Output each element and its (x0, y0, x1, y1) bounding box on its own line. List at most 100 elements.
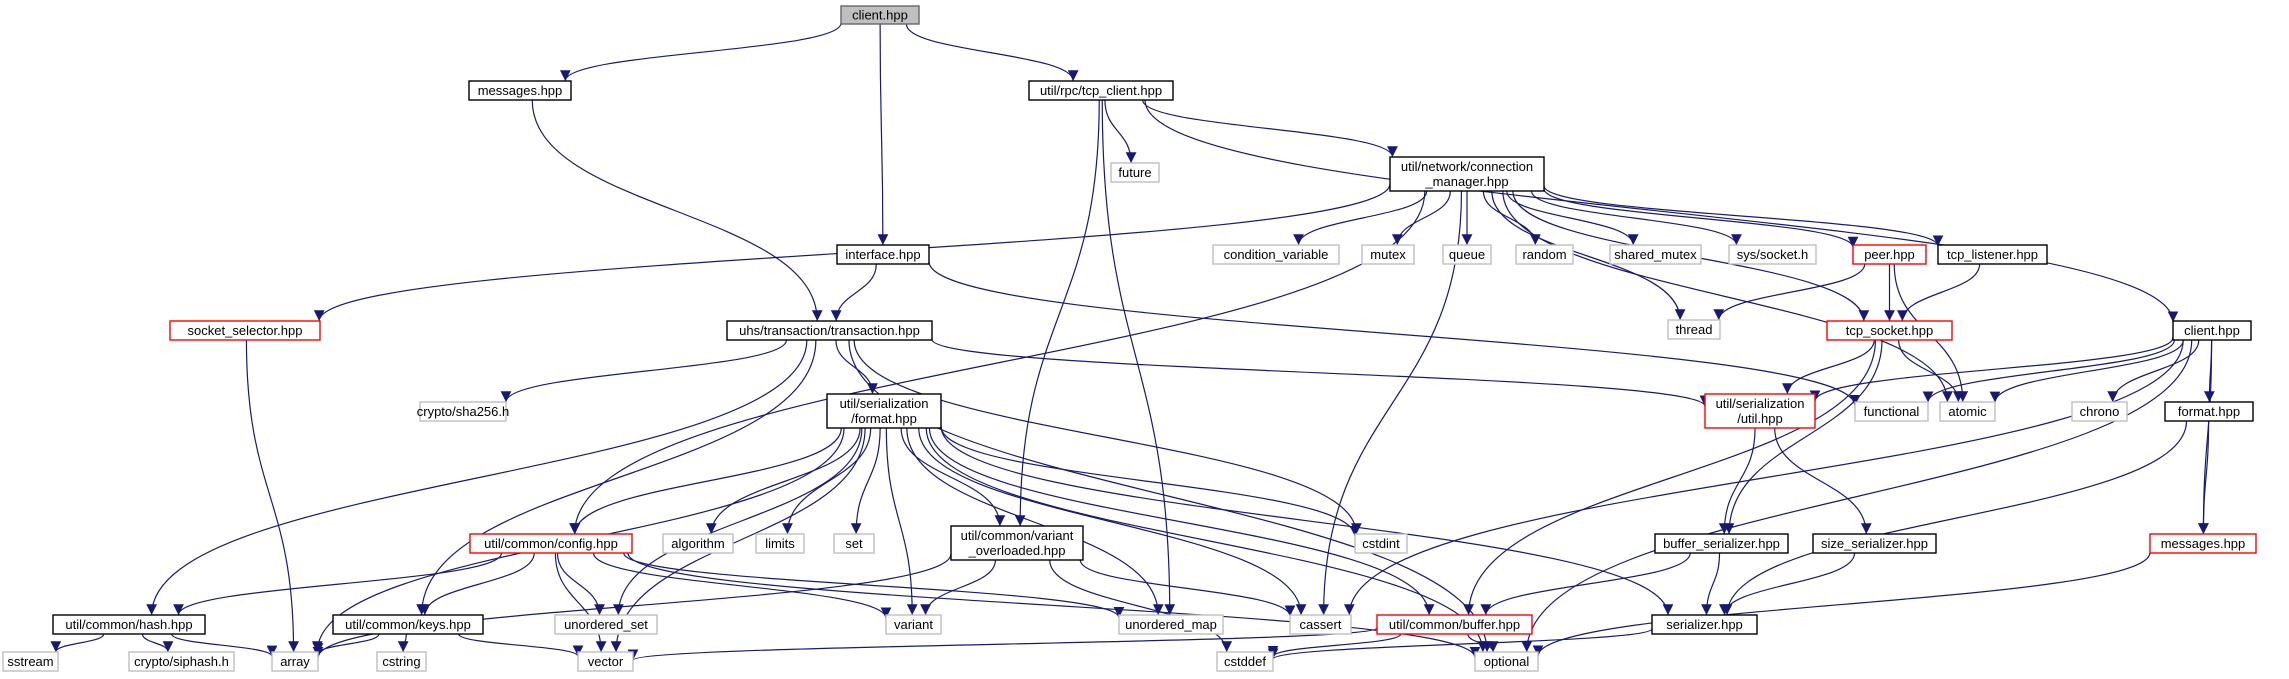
edge-peer-to-thread (1713, 263, 1866, 321)
node-label: peer.hpp (1864, 247, 1915, 262)
node-box (726, 320, 933, 341)
node-shared-mutex: shared_mutex (1609, 244, 1702, 265)
edge-config-to-vector (554, 552, 607, 653)
edge-client2-to-atomic (1989, 339, 2184, 403)
node-box (1515, 244, 1574, 265)
edge-serializer-to-cstddef (1267, 628, 1653, 660)
node-hash[interactable]: util/common/hash.hpp (52, 614, 206, 635)
node-label: chrono (2080, 404, 2120, 419)
edge-tcp_socket-to-buffer (1463, 339, 1877, 616)
edge-client-to-tcp_client (905, 23, 1079, 82)
node-label: cstring (382, 654, 420, 669)
node-box (128, 651, 235, 672)
edge-client2-to-cassert (1343, 339, 2184, 616)
node-format2[interactable]: format.hpp (2164, 401, 2254, 422)
edge-variant_overloaded-to-variant (920, 559, 997, 616)
edge-format-to-cassert (918, 427, 1307, 616)
edge-buffer_serializer-to-serializer (1701, 552, 1721, 616)
node-random: random (1515, 244, 1574, 265)
node-buffer-serializer[interactable]: buffer_serializer.hpp (1654, 533, 1789, 554)
node-label: util/serialization (840, 396, 929, 411)
node-buffer[interactable]: util/common/buffer.hpp (1376, 614, 1533, 635)
node-interface[interactable]: interface.hpp (836, 244, 930, 265)
node-vector: vector (577, 651, 634, 672)
node-box (662, 533, 734, 554)
node-sys-socket: sys/socket.h (1728, 244, 1817, 265)
node-messages-top[interactable]: messages.hpp (468, 80, 572, 101)
node-box (52, 614, 206, 635)
edge-tcp_socket-to-ser_util (1781, 339, 1875, 395)
node-format[interactable]: util/serialization/format.hpp (826, 393, 942, 429)
node-box (468, 80, 572, 101)
node-label: set (845, 536, 863, 551)
node-label: serializer.hpp (1666, 617, 1743, 632)
edge-transaction-to-ser_util (931, 338, 1711, 407)
node-tcp-socket[interactable]: tcp_socket.hpp (1826, 320, 1953, 341)
node-box (1937, 244, 2048, 265)
node-label: algorithm (671, 536, 724, 551)
node-box (271, 651, 319, 672)
node-label: format.hpp (2178, 404, 2240, 419)
node-label: thread (1676, 322, 1713, 337)
edge-conn_mgr-to-mutex (1391, 190, 1451, 246)
node-box (1826, 320, 1953, 341)
node-label: functional (1864, 404, 1920, 419)
node-keys[interactable]: util/common/keys.hpp (332, 614, 484, 635)
node-box (2071, 401, 2128, 422)
node-limits: limits (755, 533, 805, 554)
node-peer[interactable]: peer.hpp (1852, 244, 1927, 265)
edge-conn_mgr-to-random (1482, 190, 1541, 246)
node-box (1609, 244, 1702, 265)
edge-config-to-unordered_set (556, 552, 605, 616)
node-client2[interactable]: client.hpp (2172, 320, 2252, 341)
node-box (950, 525, 1084, 561)
node-config[interactable]: util/common/config.hpp (469, 533, 633, 554)
node-tcp-client[interactable]: util/rpc/tcp_client.hpp (1028, 80, 1174, 101)
node-queue: queue (1442, 244, 1492, 265)
edge-config-to-hash (173, 552, 503, 616)
node-label: mutex (1370, 247, 1406, 262)
node-box (1376, 614, 1533, 635)
node-box (1654, 533, 1789, 554)
node-box (332, 614, 484, 635)
node-box (169, 320, 321, 341)
node-box (376, 651, 427, 672)
node-chrono: chrono (2071, 401, 2128, 422)
node-client[interactable]: client.hpp (840, 5, 920, 25)
node-variant-overloaded[interactable]: util/common/variant_overloaded.hpp (950, 525, 1084, 561)
node-label: /util.hpp (1737, 411, 1783, 426)
edge-tcp_socket-to-atomic (1898, 339, 1964, 403)
node-serializer[interactable]: serializer.hpp (1651, 614, 1758, 635)
node-transaction[interactable]: uhs/transaction/transaction.hpp (726, 320, 933, 341)
edge-format2-to-messages2 (2198, 420, 2210, 535)
node-box (1361, 244, 1415, 265)
node-label: util/common/keys.hpp (345, 617, 471, 632)
edge-conn_mgr-to-thread (1491, 190, 1686, 321)
node-thread: thread (1667, 319, 1721, 340)
node-box (2149, 533, 2257, 554)
node-label: tcp_listener.hpp (1947, 247, 2038, 262)
node-optional: optional (1474, 651, 1539, 672)
edge-client2-to-ser_util (1809, 337, 2174, 402)
node-tcp-listener[interactable]: tcp_listener.hpp (1937, 244, 2048, 265)
node-label: vector (588, 654, 624, 669)
node-box (1812, 533, 1937, 554)
node-box (1474, 651, 1539, 672)
node-socket-selector[interactable]: socket_selector.hpp (169, 320, 321, 341)
edge-keys-to-vector (458, 633, 584, 657)
node-box (2172, 320, 2252, 341)
edge-format-to-unordered_set (612, 427, 863, 616)
edge-format-to-variant (885, 427, 918, 616)
edge-conn_mgr-to-peer (1543, 188, 1859, 248)
edge-transaction-to-optional (848, 339, 1493, 653)
node-messages2[interactable]: messages.hpp (2149, 533, 2257, 554)
node-conn-mgr[interactable]: util/network/connection_manager.hpp (1389, 156, 1545, 192)
node-size-serializer[interactable]: size_serializer.hpp (1812, 533, 1937, 554)
edge-keys-to-array (312, 633, 380, 655)
node-box (755, 533, 805, 554)
edge-format-to-limits (782, 427, 872, 535)
node-crypto-siphash: crypto/siphash.h (128, 651, 235, 672)
node-ser-util[interactable]: util/serialization/util.hpp (1704, 393, 1816, 429)
edge-tcp_client-to-unordered_map (1101, 99, 1176, 616)
edge-client2-to-functional (1922, 339, 2176, 403)
